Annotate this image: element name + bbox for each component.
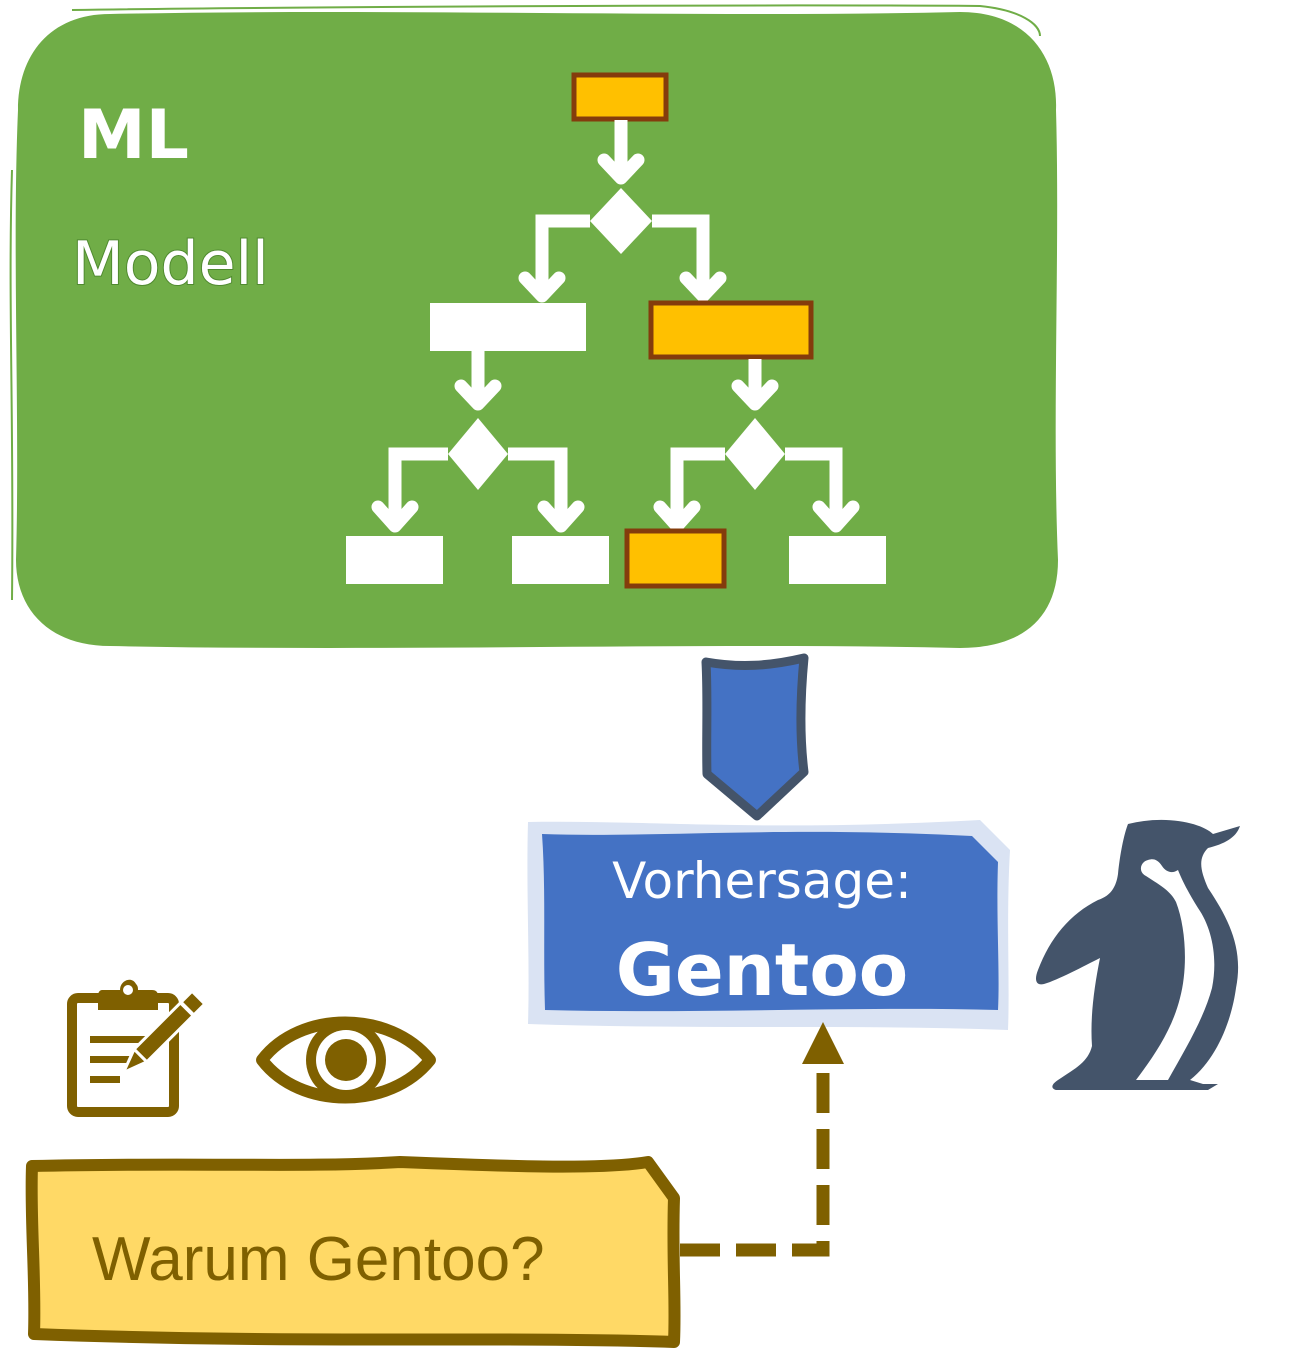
ml-model-panel-sketch-stroke-top xyxy=(71,4,1041,37)
tree-node-root xyxy=(571,72,669,122)
tree-branch-split-1-right xyxy=(652,214,710,296)
tree-arrowhead-leaf-2 xyxy=(537,500,585,533)
clipboard-pencil-icon xyxy=(67,979,207,1117)
tree-arrowhead-leaf-1 xyxy=(371,500,419,533)
penguin-icon xyxy=(1036,819,1240,1090)
tree-branch-split-left-left xyxy=(388,447,448,524)
question-to-prediction-connector xyxy=(680,1022,844,1257)
tree-arrowhead-split-1-left xyxy=(518,271,566,303)
ml-label: ML xyxy=(78,96,189,175)
tree-branch-split-right-right xyxy=(785,447,843,524)
tree-leaf-1 xyxy=(346,536,443,584)
tree-arrowhead-leaf-3 xyxy=(653,500,701,533)
question-box-shape[interactable] xyxy=(25,1156,681,1348)
tree-leaf-2 xyxy=(512,536,609,584)
tree-arrowhead-left-1 xyxy=(454,379,502,411)
tree-split-1 xyxy=(590,188,652,254)
modell-label: Modell xyxy=(72,229,269,299)
tree-split-left xyxy=(448,418,508,490)
tree-split-right xyxy=(725,418,785,490)
tree-leaf-4 xyxy=(789,536,886,584)
model-output-arrow xyxy=(701,653,809,821)
connector-arrowhead xyxy=(802,1022,844,1064)
ml-model-panel-sketch-stroke-left xyxy=(9,169,14,601)
tree-node-right-1 xyxy=(648,300,814,360)
question-text: Warum Gentoo? xyxy=(92,1225,545,1294)
tree-branch-split-1-left xyxy=(535,214,590,296)
prediction-box-body xyxy=(542,831,999,1012)
tree-node-left-1 xyxy=(430,303,586,351)
tree-leaf-3 xyxy=(624,528,727,589)
tree-arrowhead-right-1 xyxy=(731,379,779,411)
tree-arrowhead-leaf-4 xyxy=(812,500,860,533)
prediction-box: Vorhersage: Gentoo xyxy=(527,820,1010,1030)
eye-icon xyxy=(256,1016,436,1104)
prediction-label: Vorhersage: xyxy=(612,852,912,910)
tree-arrowhead-root xyxy=(597,153,645,185)
decision-tree xyxy=(346,72,886,589)
tree-branch-split-right-left xyxy=(670,447,725,524)
tree-branch-split-left-right xyxy=(508,447,568,524)
dashed-connector-line xyxy=(680,1068,830,1257)
prediction-value: Gentoo xyxy=(616,928,909,1012)
tree-arrowhead-split-1-right xyxy=(679,271,727,303)
question-box[interactable]: Warum Gentoo? xyxy=(25,1156,681,1348)
